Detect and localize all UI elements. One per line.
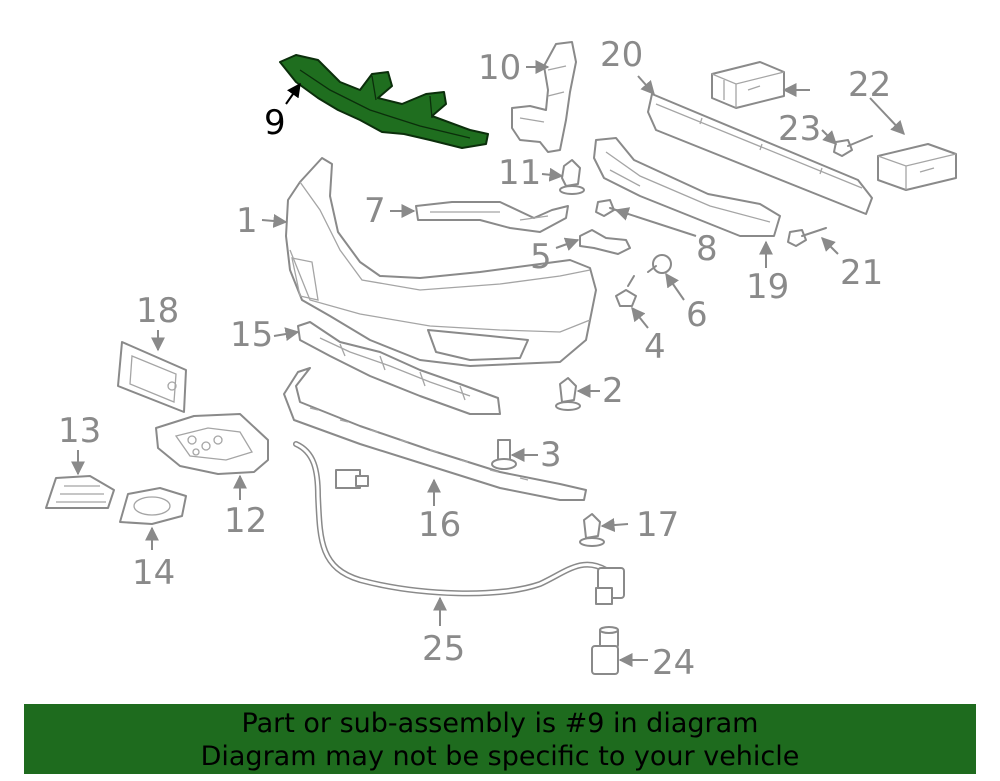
part-4-screw[interactable]: [615, 275, 637, 307]
part-2-clip[interactable]: [555, 377, 581, 411]
callout-23[interactable]: 23: [778, 109, 821, 149]
part-15-grille[interactable]: [297, 321, 501, 415]
part-14-bezel[interactable]: [119, 487, 187, 525]
banner-line-2: Diagram may not be specific to your vehi…: [200, 741, 800, 772]
part-3-pin[interactable]: [491, 439, 517, 470]
part-25-harness[interactable]: [293, 441, 625, 605]
part-1-bumper-cover[interactable]: [285, 157, 597, 367]
callout-12[interactable]: 12: [224, 501, 267, 541]
part-24-sensor[interactable]: [591, 626, 619, 675]
callout-1[interactable]: 1: [236, 201, 258, 241]
callout-16[interactable]: 16: [418, 505, 461, 545]
callout-4[interactable]: 4: [644, 327, 666, 367]
callout-25[interactable]: 25: [422, 629, 465, 669]
part-12-fog-bezel[interactable]: [155, 413, 269, 475]
part-18-license-bracket[interactable]: [117, 341, 187, 413]
part-5-bracket[interactable]: [579, 229, 631, 255]
callout-8[interactable]: 8: [696, 229, 718, 269]
part-17-clip[interactable]: [579, 513, 605, 547]
callout-3[interactable]: 3: [540, 435, 562, 475]
callout-17[interactable]: 17: [636, 505, 679, 545]
part-23-bolt[interactable]: [833, 135, 873, 157]
part-16-lower-lip[interactable]: [283, 367, 587, 501]
part-10-bracket[interactable]: [511, 41, 577, 153]
callout-14[interactable]: 14: [132, 553, 175, 593]
callout-19[interactable]: 19: [746, 267, 789, 307]
callout-9[interactable]: 9: [264, 103, 286, 143]
callout-20[interactable]: 20: [600, 35, 643, 75]
part-21-bolt[interactable]: [787, 227, 827, 247]
part-20-reinforcement-bar[interactable]: [647, 93, 873, 215]
part-19-absorber[interactable]: [593, 137, 781, 237]
callout-18[interactable]: 18: [136, 291, 179, 331]
part-22-absorbers[interactable]: [711, 61, 957, 191]
banner-line-1: Part or sub-assembly is #9 in diagram: [241, 708, 759, 739]
callout-21[interactable]: 21: [840, 253, 883, 293]
part-8-bolt[interactable]: [595, 199, 629, 217]
callout-24[interactable]: 24: [652, 643, 695, 683]
part-7-side-bracket[interactable]: [415, 201, 569, 233]
callout-13[interactable]: 13: [58, 411, 101, 451]
callout-22[interactable]: 22: [848, 65, 891, 105]
part-6-grommet[interactable]: [647, 254, 672, 274]
part-13-bezel[interactable]: [45, 475, 115, 509]
part-9-support-beam[interactable]: [279, 54, 489, 149]
callout-5[interactable]: 5: [530, 237, 552, 277]
leader-lines: [71, 60, 905, 667]
callout-11[interactable]: 11: [498, 153, 541, 193]
callout-15[interactable]: 15: [230, 315, 273, 355]
callout-10[interactable]: 10: [478, 48, 521, 88]
part-11-clip[interactable]: [559, 159, 585, 195]
info-banner: Part or sub-assembly is #9 in diagram Di…: [24, 704, 976, 774]
callout-6[interactable]: 6: [686, 295, 708, 335]
callout-2[interactable]: 2: [602, 371, 624, 411]
callout-7[interactable]: 7: [364, 191, 386, 231]
